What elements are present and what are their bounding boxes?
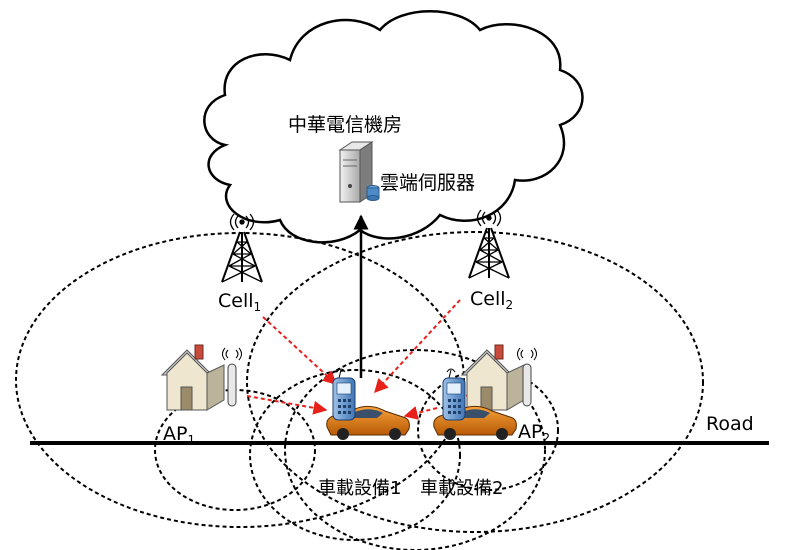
cell1-name: Cell — [218, 290, 254, 312]
cell1-label: Cell1 — [218, 290, 261, 318]
ap2-name: AP — [518, 421, 543, 443]
vehicle2-label: 車載設備2 — [420, 478, 504, 499]
vehicle2-coverage — [284, 349, 546, 550]
ap2-sub: 2 — [542, 431, 551, 445]
vehicle1-label: 車載設備1 — [318, 478, 402, 499]
vehicle1-coverage — [249, 369, 461, 541]
ap1-sub: 1 — [187, 433, 196, 447]
phone-icon — [332, 368, 356, 421]
ap2-coverage — [417, 369, 559, 491]
cell1-sub: 1 — [253, 300, 262, 314]
server-icon — [338, 141, 380, 203]
phone-icon — [442, 368, 466, 421]
cloud-title: 中華電信機房 — [288, 114, 403, 136]
cloud-icon — [203, 10, 584, 244]
v2-v1-arrow — [403, 406, 438, 420]
ap-antenna-icon — [222, 347, 242, 407]
signal-arrows — [246, 299, 471, 420]
ap1-name: AP — [163, 423, 188, 445]
cell2-sub: 2 — [505, 298, 514, 312]
cell2-label: Cell2 — [470, 288, 513, 316]
house-icon — [160, 344, 225, 411]
house-icon — [460, 344, 525, 411]
ap2-label: AP2 — [518, 421, 550, 449]
cell2-coverage — [246, 231, 704, 533]
ap1-arrow — [246, 395, 328, 415]
cell1-arrow — [262, 316, 338, 385]
ap1-label: AP1 — [163, 423, 195, 451]
cell2-name: Cell — [470, 288, 506, 310]
server-label: 雲端伺服器 — [380, 172, 476, 194]
road-label: Road — [706, 413, 754, 435]
coverage-areas — [15, 231, 704, 550]
cell-tower-icon — [221, 213, 263, 283]
ap-antenna-icon — [517, 347, 537, 407]
cell-tower-icon — [468, 209, 510, 279]
